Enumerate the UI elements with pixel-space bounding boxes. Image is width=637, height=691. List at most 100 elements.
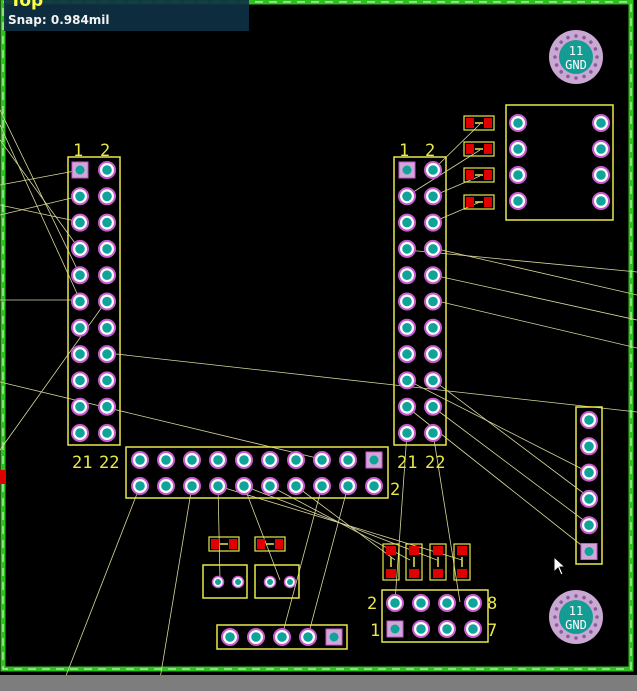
mounting-hole-via: [589, 40, 593, 44]
mounting-hole-via: [589, 600, 593, 604]
smd-resistor-vertical-3-pad-a[interactable]: [433, 546, 443, 555]
mounting-hole-via: [559, 70, 563, 74]
left-header-outline: [67, 156, 121, 446]
right-header-pin22-label: 22: [425, 453, 445, 473]
five-pin-header-outline: [216, 624, 348, 650]
smd-resistor-right-4-pad-a[interactable]: [466, 197, 474, 207]
pad-hole: [513, 170, 523, 180]
pad-hole: [135, 455, 145, 465]
pad-hole: [75, 323, 85, 333]
mounting-hole-via: [595, 615, 599, 619]
pad-hole: [402, 375, 412, 386]
mounting-hole-via: [582, 74, 586, 79]
smd-resistor-vertical-1-pad-a[interactable]: [386, 546, 396, 555]
mounting-hole-via: [574, 76, 578, 80]
horizontal-header-outline: [125, 446, 389, 499]
smd-resistor-vertical-2-pad-b[interactable]: [409, 569, 419, 578]
pad-hole: [369, 481, 379, 491]
pad-hole: [428, 270, 438, 281]
pad-hole: [291, 455, 301, 465]
smd-resistor-bottom-2-outline: [254, 536, 286, 552]
ratsnest-line: [432, 432, 461, 603]
pad-hole: [267, 579, 273, 585]
smd-resistor-vertical-1-outline: [382, 543, 400, 581]
smd-resistor-vertical-4-pad-b[interactable]: [457, 569, 467, 578]
smd-resistor-right-3-pad-a[interactable]: [466, 170, 474, 180]
mounting-hole-via: [582, 35, 586, 40]
pad-hole: [428, 244, 438, 254]
pad-hole: [102, 349, 112, 359]
mounting-hole-via: [593, 607, 598, 611]
smd-resistor-bottom-1-pad-b[interactable]: [229, 539, 237, 549]
smd-resistor-bottom-2-pad-b[interactable]: [275, 539, 283, 549]
pad-hole: [102, 244, 112, 254]
smd-resistor-vertical-2-pad-a[interactable]: [409, 546, 419, 555]
pad-hole: [402, 401, 412, 412]
pad-hole: [402, 349, 412, 359]
mounting-hole-via: [559, 40, 563, 44]
mounting-hole-via: [554, 63, 559, 67]
smd-resistor-right-3-pad-b[interactable]: [484, 170, 492, 180]
pad-hole: [402, 217, 412, 228]
pad-hole: [402, 191, 412, 202]
pad-hole: [265, 481, 275, 491]
pad-hole: [102, 428, 112, 438]
smd-resistor-right-4-pad-b[interactable]: [484, 197, 492, 207]
mounting-hole-net: GND: [565, 58, 587, 72]
ratsnest-line: [281, 485, 323, 637]
pad-hole: [468, 598, 478, 608]
ratsnest-line: [295, 485, 396, 561]
mounting-hole-core: [559, 600, 593, 634]
pad-hole: [513, 118, 523, 128]
ratsnest-line: [0, 124, 81, 301]
smd-resistor-vertical-3-outline: [429, 543, 447, 581]
pad-hole: [343, 455, 353, 465]
smd-resistor-right-1-pad-a[interactable]: [466, 118, 474, 128]
left-header-pin22-label: 22: [99, 453, 119, 473]
pad-hole: [265, 455, 275, 465]
smd-resistor-vertical-1-pad-b[interactable]: [386, 569, 396, 578]
pad-hole: [225, 632, 235, 642]
arrow-cursor-icon: [553, 556, 567, 576]
right-header-pin2-label: 2: [425, 141, 435, 161]
active-layer-label: Top: [10, 0, 44, 11]
pad-hole: [102, 217, 112, 228]
mounting-hole-via: [554, 607, 559, 611]
mounting-hole-via: [566, 74, 570, 79]
smd-resistor-bottom-1-pad-a[interactable]: [211, 539, 219, 549]
mounting-hole-via: [554, 47, 559, 51]
pad-hole: [402, 323, 412, 333]
mounting-hole-via: [559, 600, 563, 604]
pad-hole: [428, 349, 438, 359]
pad-hole: [402, 428, 412, 438]
pad-hole: [428, 296, 438, 307]
pad-hole: [317, 481, 327, 491]
pad-hole: [75, 270, 85, 281]
pad-hole: [75, 165, 85, 175]
smd-resistor-bottom-2-pad-a[interactable]: [257, 539, 265, 549]
small-header-pin7-label: 7: [487, 621, 497, 641]
smd-resistor-right-2-pad-a[interactable]: [466, 144, 474, 154]
left-header-pin2-label: 2: [100, 141, 110, 161]
pad-hole: [187, 481, 197, 491]
ratsnest-line: [307, 485, 349, 637]
smd-resistor-right-3-outline: [463, 167, 495, 183]
smd-resistor-vertical-3-pad-b[interactable]: [433, 569, 443, 578]
smd-resistor-right-1-pad-b[interactable]: [484, 118, 492, 128]
pad-hole: [584, 415, 594, 425]
bottom-scrollbar[interactable]: [0, 675, 637, 691]
ratsnest-line: [0, 109, 81, 276]
mounting-hole-via: [593, 63, 598, 67]
small-header-pin1-label: 1: [370, 621, 380, 641]
ratsnest-line: [0, 195, 81, 216]
smd-resistor-right-2-pad-b[interactable]: [484, 144, 492, 154]
pad-hole: [102, 191, 112, 202]
smd-resistor-vertical-4-pad-a[interactable]: [457, 546, 467, 555]
smd-resistor-bottom-1-outline: [208, 536, 240, 552]
pad-hole: [416, 598, 426, 608]
pad-hole: [102, 296, 112, 307]
pad-hole: [75, 296, 85, 307]
pad-hole: [102, 401, 112, 412]
